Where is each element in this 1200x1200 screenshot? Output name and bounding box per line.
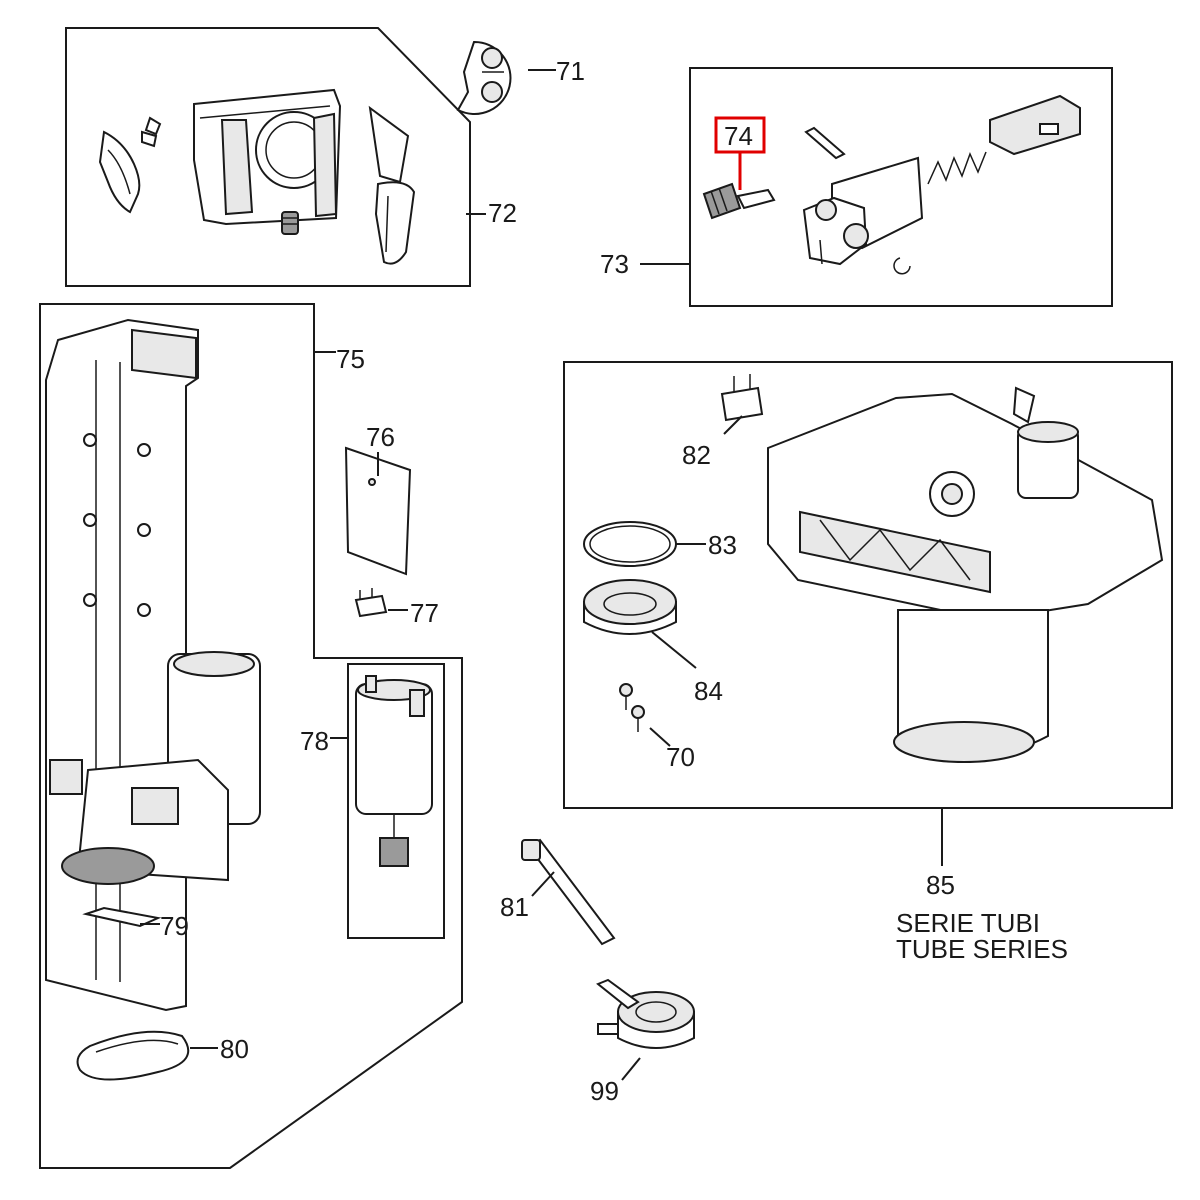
part-filter-cup-84 [583, 579, 677, 635]
callout-76: 76 [366, 422, 395, 452]
callout-80: 80 [220, 1034, 249, 1064]
part-board-76 [344, 446, 412, 576]
part-lever-assembly [802, 156, 924, 266]
part-small-clips [141, 116, 162, 148]
part-main-column-75 [45, 318, 261, 1012]
callout-85: 85 [926, 870, 955, 900]
part-plate-79 [82, 906, 162, 928]
callout-71: 71 [556, 56, 585, 86]
part-belt-80 [76, 1030, 190, 1081]
part-terminal-82 [720, 374, 764, 422]
part-motor-78 [355, 675, 433, 867]
part-small-pin [804, 126, 846, 160]
group-frame-78 [347, 663, 445, 939]
series-note-line1: SERIE TUBI [896, 908, 1040, 938]
callout-78: 78 [300, 726, 329, 756]
callout-77: 77 [410, 598, 439, 628]
group-frame-73 [689, 67, 1113, 307]
callout-79: 79 [160, 911, 189, 941]
part-housing-72 [193, 88, 342, 226]
callout-72: 72 [488, 198, 517, 228]
part-connector-99 [596, 978, 695, 1049]
callout-73: 73 [600, 249, 629, 279]
callout-99: 99 [590, 1076, 619, 1106]
callout-75: 75 [336, 344, 365, 374]
part-spring [927, 151, 987, 185]
callout-70: 70 [666, 742, 695, 772]
part-gear-disc-71 [456, 40, 512, 115]
part-switch-77 [354, 588, 388, 618]
callout-81: 81 [500, 892, 529, 922]
group-frame-72 [65, 27, 471, 287]
part-screw [281, 211, 299, 235]
callout-82: 82 [682, 440, 711, 470]
callout-83: 83 [708, 530, 737, 560]
callout-84: 84 [694, 676, 723, 706]
group-frame-75 [39, 303, 463, 1169]
part-lever-left [98, 130, 141, 214]
part-latch-cap [989, 94, 1081, 156]
part-e-clip [893, 257, 911, 275]
part-o-ring-83 [583, 521, 677, 567]
part-knurled-pin-74 [702, 182, 776, 220]
series-note-line2: TUBE SERIES [896, 934, 1068, 964]
group-frame-85 [563, 361, 1173, 809]
callout-74: 74 [724, 121, 753, 151]
part-rod-81 [521, 838, 616, 946]
part-lever-right [368, 105, 416, 265]
part-brew-unit-85 [767, 386, 1164, 763]
part-screws-70 [619, 683, 645, 732]
